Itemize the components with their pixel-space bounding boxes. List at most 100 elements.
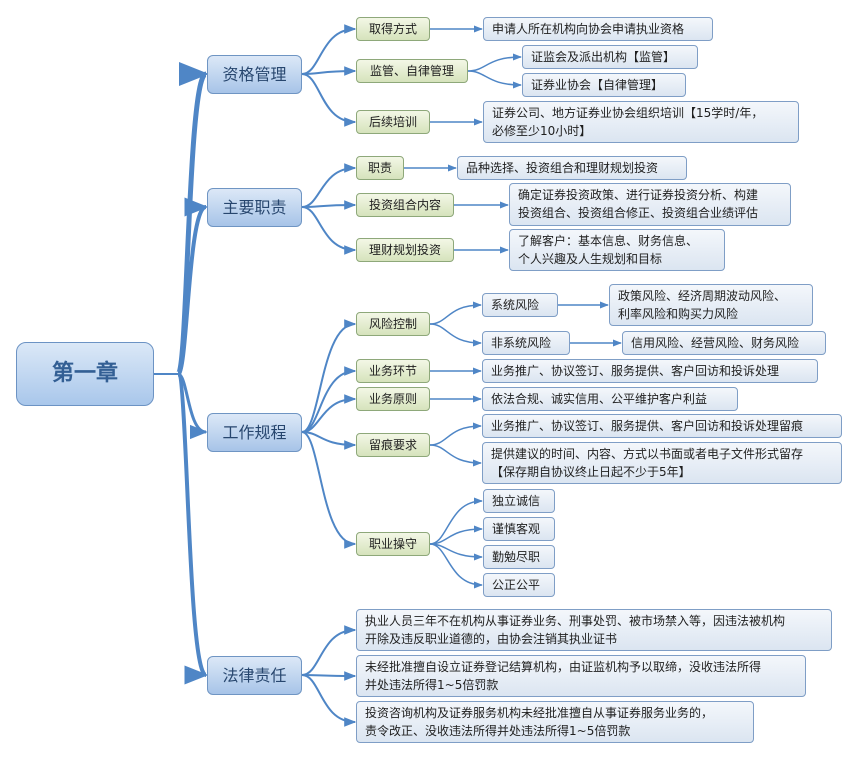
branch-duties[interactable]: 主要职责 [207, 188, 302, 227]
topic-label: 业务原则 [368, 392, 417, 406]
detail-text: 勤勉尽职 [492, 550, 541, 564]
detail-item[interactable]: 提供建议的时间、内容、方式以书面或者电子文件形式留存 【保存期自协议终止日起不少… [482, 442, 842, 484]
topic-label: 后续培训 [368, 115, 417, 129]
detail-item[interactable]: 业务推广、协议签订、服务提供、客户回访和投诉处理 [482, 359, 818, 383]
detail-item[interactable]: 政策风险、经济周期波动风险、 利率风险和购买力风险 [609, 284, 813, 326]
detail-text: 证监会及派出机构【监管】 [531, 50, 676, 64]
detail-text: 系统风险 [491, 298, 540, 312]
detail-item[interactable]: 信用风险、经营风险、财务风险 [622, 331, 826, 355]
detail-item[interactable]: 证券公司、地方证券业协会组织培训【15学时/年， 必修至少10小时】 [483, 101, 799, 143]
topic-training[interactable]: 后续培训 [356, 110, 430, 134]
root-label: 第一章 [51, 361, 118, 386]
branch-connector [301, 674, 357, 727]
detail-text: 确定证券投资政策、进行证券投资分析、构建 投资组合、投资组合修正、投资组合业绩评… [518, 188, 759, 220]
detail-item[interactable]: 业务推广、协议签订、服务提供、客户回访和投诉处理留痕 [482, 414, 842, 438]
detail-text: 投资咨询机构及证券服务机构未经批准擅自从事证券服务业务的， 责令改正、没收违法所… [365, 706, 714, 738]
leaf-connector [467, 70, 522, 89]
topic-responsibility[interactable]: 职责 [356, 156, 404, 180]
detail-text: 品种选择、投资组合和理财规划投资 [466, 161, 659, 175]
topic-label: 取得方式 [368, 22, 417, 36]
topic-record-keeping[interactable]: 留痕要求 [356, 433, 430, 457]
topic-label: 业务环节 [368, 364, 417, 378]
topic-label: 风险控制 [368, 317, 417, 331]
detail-text: 业务推广、协议签订、服务提供、客户回访和投诉处理 [491, 364, 780, 378]
detail-item[interactable]: 品种选择、投资组合和理财规划投资 [457, 156, 687, 180]
detail-text: 依法合规、诚实信用、公平维护客户利益 [491, 392, 708, 406]
leaf-connector [429, 422, 482, 446]
leaf-connector [467, 53, 522, 72]
topic-label: 投资组合内容 [368, 198, 441, 212]
topic-label: 监管、自律管理 [369, 64, 454, 78]
detail-text: 提供建议的时间、内容、方式以书面或者电子文件形式留存 【保存期自协议终止日起不少… [491, 447, 804, 479]
detail-item[interactable]: 确定证券投资政策、进行证券投资分析、构建 投资组合、投资组合修正、投资组合业绩评… [509, 183, 791, 226]
ethics-item[interactable]: 公正公平 [483, 573, 555, 597]
topic-label: 留痕要求 [368, 438, 417, 452]
detail-text: 业务推广、协议签订、服务提供、客户回访和投诉处理留痕 [491, 419, 804, 433]
leaf-connector [429, 444, 482, 467]
branch-connector [301, 163, 357, 208]
branch-connector [301, 625, 357, 676]
topic-risk-control[interactable]: 风险控制 [356, 312, 430, 336]
leaf-connector [429, 323, 482, 347]
risk-unsystematic[interactable]: 非系统风险 [482, 331, 570, 355]
detail-text: 未经批准擅自设立证券登记结算机构，由证监机构予以取缔，没收违法所得 并处违法所得… [365, 660, 762, 692]
branch-procedures[interactable]: 工作规程 [207, 413, 302, 452]
detail-item[interactable]: 证监会及派出机构【监管】 [522, 45, 698, 69]
branch-connector [301, 73, 357, 127]
topic-supervision[interactable]: 监管、自律管理 [356, 59, 468, 83]
topic-professional-ethics[interactable]: 职业操守 [356, 532, 430, 556]
trunk-connector [176, 372, 209, 685]
trunk-connector [175, 62, 209, 377]
ethics-item[interactable]: 独立诚信 [483, 489, 555, 513]
detail-text: 执业人员三年不在机构从事证券业务、刑事处罚、被市场禁入等，因违法被机构 开除及违… [365, 614, 786, 646]
branch-qualification[interactable]: 资格管理 [207, 55, 302, 94]
topic-label: 理财规划投资 [368, 243, 441, 257]
detail-text: 谨慎客观 [492, 522, 541, 536]
topic-financial-planning[interactable]: 理财规划投资 [356, 238, 454, 262]
risk-systematic[interactable]: 系统风险 [482, 293, 558, 317]
ethics-item[interactable]: 勤勉尽职 [483, 545, 555, 569]
detail-item[interactable]: 依法合规、诚实信用、公平维护客户利益 [482, 387, 738, 411]
branch-label: 工作规程 [222, 422, 287, 442]
detail-text: 证券业协会【自律管理】 [531, 78, 664, 92]
root-node[interactable]: 第一章 [16, 342, 154, 406]
detail-text: 证券公司、地方证券业协会组织培训【15学时/年， 必修至少10小时】 [492, 106, 764, 138]
branch-label: 主要职责 [222, 197, 287, 217]
detail-text: 政策风险、经济周期波动风险、 利率风险和购买力风险 [618, 289, 787, 321]
leaf-connector [429, 525, 483, 545]
liability-item[interactable]: 投资咨询机构及证券服务机构未经批准擅自从事证券服务业务的， 责令改正、没收违法所… [356, 701, 754, 743]
branch-connector [301, 24, 357, 75]
ethics-item[interactable]: 谨慎客观 [483, 517, 555, 541]
branch-connector [301, 206, 357, 255]
topic-portfolio[interactable]: 投资组合内容 [356, 193, 454, 217]
detail-item[interactable]: 证券业协会【自律管理】 [522, 73, 686, 97]
liability-item[interactable]: 执业人员三年不在机构从事证券业务、刑事处罚、被市场禁入等，因违法被机构 开除及违… [356, 609, 832, 651]
leaf-connector [429, 301, 482, 325]
branch-label: 法律责任 [222, 665, 287, 685]
branch-label: 资格管理 [222, 64, 287, 84]
liability-item[interactable]: 未经批准擅自设立证券登记结算机构，由证监机构予以取缔，没收违法所得 并处违法所得… [356, 655, 806, 697]
topic-label: 职责 [367, 161, 392, 175]
detail-text: 信用风险、经营风险、财务风险 [631, 336, 800, 350]
detail-text: 申请人所在机构向协会申请执业资格 [492, 22, 685, 36]
leaf-connector [429, 543, 483, 589]
detail-item[interactable]: 了解客户：基本信息、财务信息、 个人兴趣及人生规划和目标 [509, 229, 725, 271]
detail-text: 独立诚信 [492, 494, 541, 508]
branch-connector [301, 431, 357, 549]
branch-legal-liability[interactable]: 法律责任 [207, 656, 302, 695]
detail-item[interactable]: 申请人所在机构向协会申请执业资格 [483, 17, 713, 41]
branch-connector [301, 319, 357, 433]
topic-business-process[interactable]: 业务环节 [356, 359, 430, 383]
detail-text: 非系统风险 [491, 336, 552, 350]
leaf-connector [429, 543, 483, 561]
topic-business-principle[interactable]: 业务原则 [356, 387, 430, 411]
detail-text: 公正公平 [492, 578, 541, 592]
leaf-connector [429, 497, 483, 545]
branch-connector [301, 394, 357, 433]
topic-label: 职业操守 [368, 537, 417, 551]
detail-text: 了解客户：基本信息、财务信息、 个人兴趣及人生规划和目标 [518, 234, 699, 266]
branch-connector [301, 671, 357, 681]
topic-acquisition[interactable]: 取得方式 [356, 17, 430, 41]
branch-connector [301, 431, 357, 450]
